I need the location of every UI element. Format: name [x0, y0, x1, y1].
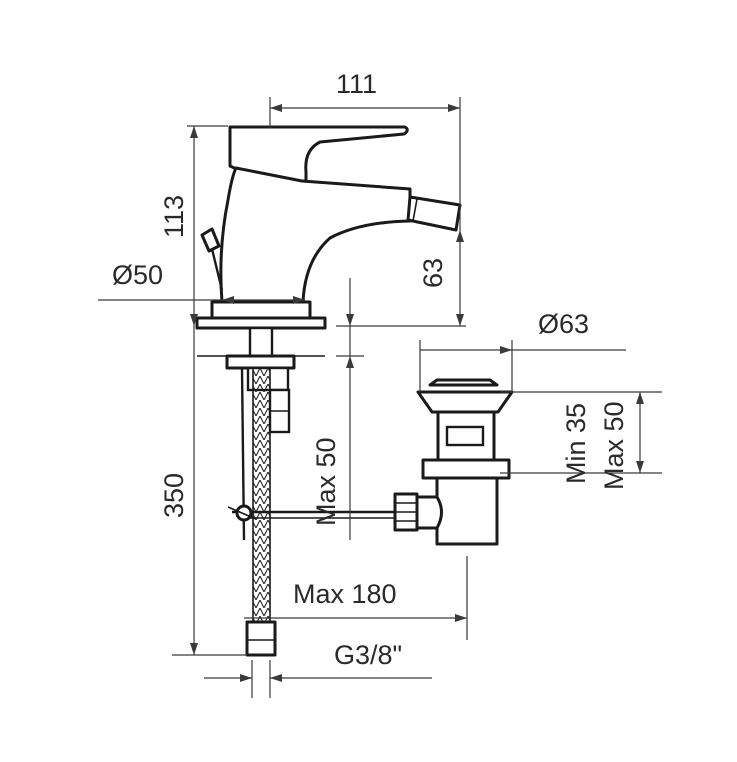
- label-deck-thickness-max: Max 50: [311, 437, 341, 526]
- label-base-diameter: Ø50: [112, 260, 163, 290]
- label-hose-length: 350: [159, 473, 189, 518]
- mixer-main-body: [219, 166, 412, 304]
- waste-cap: [428, 378, 499, 387]
- dimension-labels: 111 113 Ø50 63 Ø63 Min 35 Max 50 Max 50 …: [112, 69, 629, 670]
- pop-up-knob: [200, 227, 221, 253]
- deck-plate: [195, 316, 327, 330]
- hose-fitting: [245, 620, 277, 657]
- label-connection-thread: G3/8": [334, 640, 402, 670]
- spout-nozzle: [406, 195, 462, 232]
- mixer-base: [210, 300, 312, 320]
- waste-flange: [421, 458, 511, 480]
- dimension-lines: [98, 97, 662, 698]
- label-rod-length-max: Max 180: [293, 579, 397, 609]
- mixer-body: [195, 125, 462, 357]
- label-width-total: 111: [336, 69, 377, 99]
- flex-hose: [245, 367, 277, 657]
- label-pop-up-min: Min 35: [561, 403, 591, 484]
- label-height-total: 113: [159, 195, 189, 238]
- waste-elbow: [415, 495, 443, 530]
- label-waste-diameter: Ø63: [538, 309, 589, 339]
- label-pop-up-max: Max 50: [599, 401, 629, 490]
- label-spout-height: 63: [418, 258, 448, 288]
- lever-handle: [228, 125, 409, 183]
- pop-up-waste: [393, 378, 514, 546]
